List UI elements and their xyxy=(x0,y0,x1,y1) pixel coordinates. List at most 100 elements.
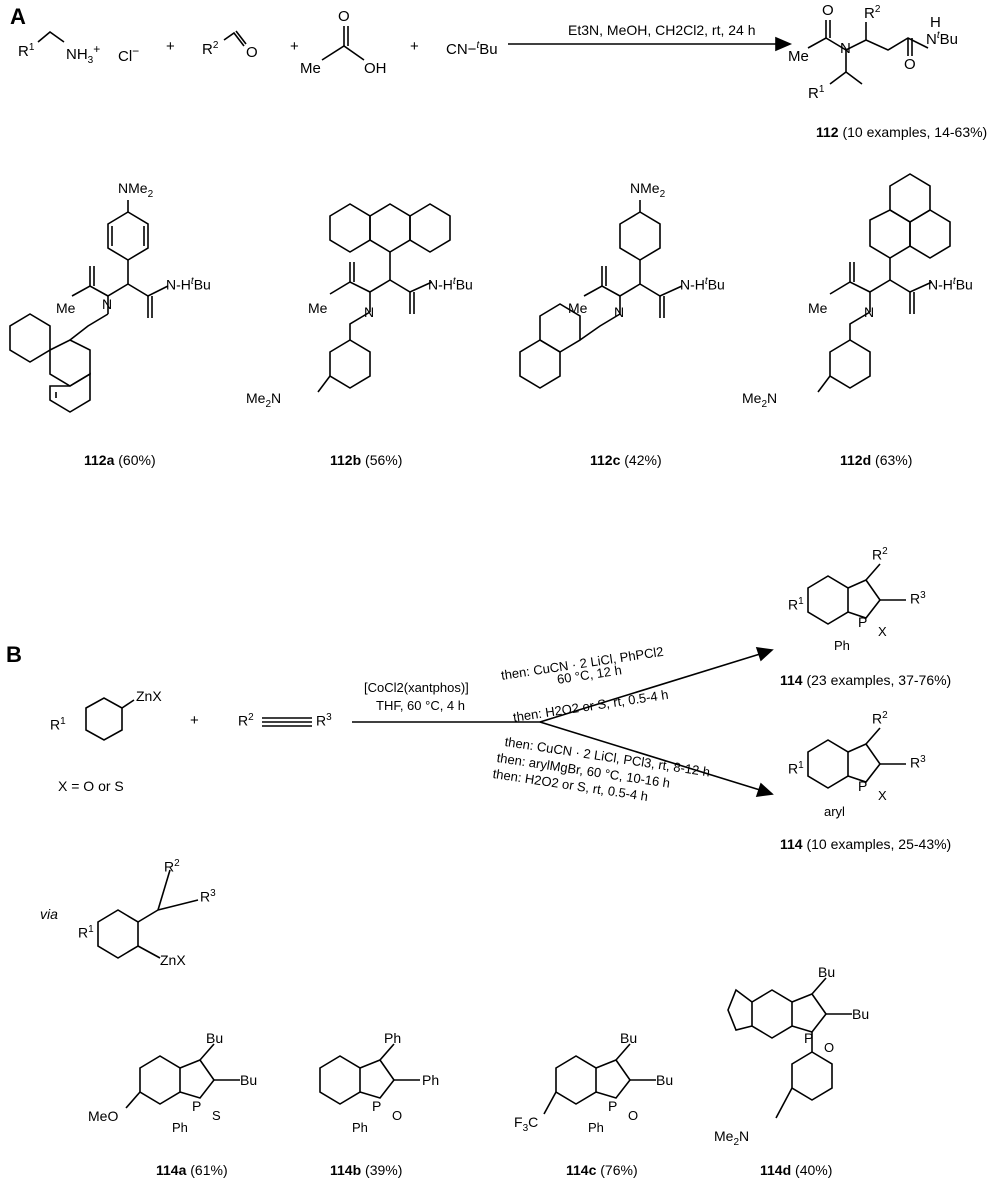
molecule-112b xyxy=(317,203,451,393)
amine-bond xyxy=(37,30,65,43)
112c-nme2: NMe2 xyxy=(630,180,666,200)
aldehyde-oxygen: O xyxy=(246,44,258,61)
upper-product-sub: Ph xyxy=(834,638,850,653)
112a-n: N xyxy=(102,296,113,312)
molecule-114c xyxy=(543,1043,656,1115)
section-label-b: B xyxy=(6,642,22,667)
upper-product-x: X xyxy=(878,624,887,639)
product-me: Me xyxy=(788,48,809,65)
intermediate-r1: R1 xyxy=(78,924,94,941)
114a-ph: Ph xyxy=(172,1120,188,1135)
molecule-114a xyxy=(125,1043,240,1109)
114c-p: P xyxy=(608,1098,618,1114)
114a-bu2: Bu xyxy=(240,1072,258,1088)
via-label: via xyxy=(40,906,58,922)
plus-sign-2: + xyxy=(290,38,299,55)
section-label-a: A xyxy=(10,4,26,29)
caption-114a: 114a (61%) xyxy=(156,1162,228,1178)
lower-product-sub: aryl xyxy=(824,804,845,819)
114c-f3c: F3C xyxy=(514,1114,539,1134)
plus-sign-3: + xyxy=(410,38,419,55)
molecule-114d xyxy=(727,977,852,1119)
upper-product-caption: 114 (23 examples, 37-76%) xyxy=(780,672,952,688)
molecule-114b xyxy=(319,1043,420,1105)
112c-nh: N-HtBu xyxy=(680,276,725,293)
plus-sign-1: + xyxy=(166,38,175,55)
upper-product-r2: R2 xyxy=(872,546,888,563)
112c-me: Me xyxy=(568,300,588,316)
arylzinc-ring xyxy=(85,697,135,741)
alkyne-r3: R3 xyxy=(316,712,332,729)
112d-me: Me xyxy=(808,300,828,316)
114c-bu2: Bu xyxy=(656,1072,674,1088)
molecule-112c xyxy=(519,200,683,389)
arylzinc-znx: ZnX xyxy=(136,688,162,704)
product-nh: NtBu xyxy=(926,30,958,48)
lower-product-r2: R2 xyxy=(872,710,888,727)
114c-o: O xyxy=(628,1108,639,1123)
molecule-112a xyxy=(9,200,169,413)
branching-arrows xyxy=(352,647,774,797)
114d-me2n: Me2N xyxy=(714,1128,750,1148)
114b-ph2: Ph xyxy=(422,1072,440,1088)
caption-112b: 112b (56%) xyxy=(330,452,403,468)
caption-112c: 112c (42%) xyxy=(590,452,662,468)
amine-reagent: R1 xyxy=(18,42,35,60)
aldehyde-bond xyxy=(223,30,247,47)
product-h: H xyxy=(930,14,941,31)
upper-product-p: P xyxy=(858,614,868,630)
product-112-caption: 112 (10 examples, 14-63%) xyxy=(816,124,988,140)
alkyne-drawing xyxy=(262,717,312,727)
reaction-arrow-a xyxy=(508,36,793,52)
caption-114c: 114c (76%) xyxy=(566,1162,638,1178)
112b-nh: N-HtBu xyxy=(428,276,473,293)
acid-methyl: Me xyxy=(300,60,321,77)
upper-product-r3: R3 xyxy=(910,590,926,607)
112a-nh: N-HtBu xyxy=(166,276,211,293)
aldehyde-reagent: R2 xyxy=(202,40,219,58)
112b-n: N xyxy=(364,304,375,320)
112d-me2n: Me2N xyxy=(742,390,778,410)
112b-me: Me xyxy=(308,300,328,316)
112d-n: N xyxy=(864,304,875,320)
product-n: N xyxy=(840,40,851,57)
chloride-counterion: Cl− xyxy=(118,44,140,65)
lower-product-r1: R1 xyxy=(788,760,804,777)
114a-s: S xyxy=(212,1108,221,1123)
caption-114d: 114d (40%) xyxy=(760,1162,833,1178)
acid-carbonyl-oxygen: O xyxy=(338,8,350,25)
plus-sign-b: + xyxy=(190,712,199,729)
intermediate-r3: R3 xyxy=(200,888,216,905)
phosphindole-upper xyxy=(807,563,906,625)
molecule-112d xyxy=(817,173,951,393)
caption-112a: 112a (60%) xyxy=(84,452,156,468)
conditions-a: Et3N, MeOH, CH2Cl2, rt, 24 h xyxy=(568,22,756,38)
112a-me: Me xyxy=(56,300,76,316)
intermediate-r2: R2 xyxy=(164,858,180,875)
intermediate-znx: ZnX xyxy=(160,952,186,968)
product-r2: R2 xyxy=(864,4,881,22)
114c-ph: Ph xyxy=(588,1120,604,1135)
114a-meo: MeO xyxy=(88,1108,119,1124)
112d-nh: N-HtBu xyxy=(928,276,973,293)
arylzinc-r1: R1 xyxy=(50,716,66,733)
caption-112d: 112d (63%) xyxy=(840,452,913,468)
114d-bu2: Bu xyxy=(852,1006,870,1022)
112b-me2n: Me2N xyxy=(246,390,282,410)
upper-product-r1: R1 xyxy=(788,596,804,613)
114b-ph3: Ph xyxy=(352,1120,368,1135)
product-o1: O xyxy=(822,2,834,19)
114c-bu1: Bu xyxy=(620,1030,638,1046)
ammonium-group: NH3+ xyxy=(66,42,101,66)
112c-n: N xyxy=(614,304,625,320)
product-r1: R1 xyxy=(808,84,825,102)
acid-hydroxyl: OH xyxy=(364,60,387,77)
caption-114b: 114b (39%) xyxy=(330,1162,403,1178)
conditions-b-2: THF, 60 °C, 4 h xyxy=(376,698,466,713)
lower-product-p: P xyxy=(858,778,868,794)
product-o2: O xyxy=(904,56,916,73)
acetic-acid-drawing xyxy=(321,26,365,61)
114d-p: P xyxy=(804,1030,814,1046)
x-definition: X = O or S xyxy=(58,778,124,794)
